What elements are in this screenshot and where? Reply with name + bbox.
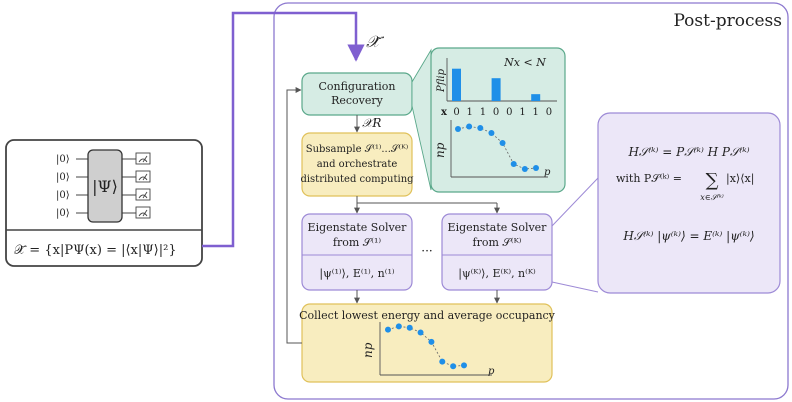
- collect-label: Collect lowest energy and average occupa…: [299, 309, 556, 322]
- occupancy-point: [510, 161, 517, 167]
- ket-0-c: |0⟩: [56, 190, 70, 201]
- configuration-recovery-line1: Configuration: [318, 80, 395, 93]
- feedback-loop-arrow: [286, 87, 302, 344]
- bit-label: 1: [480, 107, 486, 118]
- flip-panel: [430, 47, 566, 193]
- sum-subscript: x∈𝒮⁽ᵏ⁾: [700, 193, 724, 202]
- occupancy-point: [450, 363, 457, 370]
- solver-ellipsis: ···: [421, 244, 432, 258]
- solver-1-title-line1: Eigenstate Solver: [308, 221, 408, 234]
- bit-label: 0: [546, 107, 552, 118]
- configuration-recovery-line2: Recovery: [331, 94, 384, 107]
- bit-label: 0: [493, 107, 499, 118]
- occupancy-point: [461, 362, 467, 369]
- eigen-equation: H𝒮⁽ᵏ⁾ |ψ⁽ᵏ⁾⟩ = E⁽ᵏ⁾ |ψ⁽ᵏ⁾⟩: [622, 229, 754, 243]
- x-tilde-label: 𝒳̃: [366, 32, 385, 51]
- bit-label: 1: [467, 107, 473, 118]
- p-axis-label-bottom: p: [488, 366, 495, 377]
- occupancy-chart-top: np p: [433, 120, 551, 178]
- occupancy-point: [521, 166, 528, 172]
- bit-label: 0: [506, 107, 512, 118]
- projected-hamiltonian: H𝒮⁽ᵏ⁾ = P𝒮⁽ᵏ⁾ H P𝒮⁽ᵏ⁾: [627, 145, 749, 159]
- subsample-line2: and orchestrate: [317, 159, 398, 170]
- occupancy-chart-bottom: np p: [361, 322, 495, 377]
- occupancy-point: [439, 358, 446, 365]
- ket-0-a: |0⟩: [56, 154, 70, 165]
- flip-bar: [491, 78, 501, 101]
- occupancy-point: [417, 329, 424, 336]
- subsample-line1: Subsample 𝒮⁽¹⁾...𝒮⁽ᴷ⁾: [306, 144, 409, 155]
- sample-set-formula: 𝒳̃ = {x|PΨ(x) = |⟨x|Ψ⟩|²}: [14, 243, 177, 258]
- np-axis-label-top: np: [433, 142, 447, 158]
- occupancy-point: [395, 323, 402, 330]
- p-axis-label-top: p: [544, 167, 551, 178]
- bit-label: 1: [533, 107, 539, 118]
- np-axis-label-bottom: np: [361, 342, 375, 358]
- post-process-frame: [273, 2, 789, 400]
- occupancy-point: [466, 123, 473, 130]
- state-prep-gate: [87, 149, 123, 223]
- bit-label: 1: [519, 107, 525, 118]
- solver-1-outputs: |ψ⁽¹⁾⟩, E⁽¹⁾, n⁽¹⁾: [319, 267, 394, 281]
- x-r-label: 𝒳R: [362, 116, 381, 130]
- solver-k-outputs: |ψ⁽ᴷ⁾⟩, E⁽ᴷ⁾, n⁽ᴷ⁾: [458, 267, 536, 281]
- n-x-condition: Nx < N: [503, 56, 546, 69]
- pflip-axis-label: Pflip: [436, 68, 447, 93]
- occupancy-point: [455, 126, 461, 132]
- solver-1-title-line2: from 𝒮⁽¹⁾: [333, 236, 382, 249]
- occupancy-point: [428, 338, 435, 345]
- occupancy-point: [488, 130, 495, 136]
- ket-0-b: |0⟩: [56, 172, 70, 183]
- flip-panel-connector: [411, 48, 432, 191]
- solver-k-title-line1: Eigenstate Solver: [448, 221, 548, 234]
- projector-prefix: with P𝒮⁽ᵏ⁾ =: [616, 172, 682, 185]
- sum-symbol: ∑: [706, 170, 719, 191]
- post-process-title: Post-process: [673, 11, 782, 31]
- occupancy-point: [406, 324, 413, 331]
- measurement-icons: [135, 152, 151, 219]
- ket-0-d: |0⟩: [56, 208, 70, 219]
- occupancy-point: [499, 140, 506, 146]
- occupancy-point: [385, 326, 391, 333]
- quantum-circuit: |0⟩ |0⟩ |0⟩ |0⟩ |Ψ⟩: [56, 149, 151, 223]
- x-bit-label: x: [441, 107, 448, 118]
- hamiltonian-panel: [597, 112, 781, 294]
- sum-term: |x⟩⟨x|: [726, 172, 754, 186]
- bit-label: 0: [453, 107, 459, 118]
- occupancy-point: [477, 125, 484, 131]
- samples-arrow: [202, 11, 365, 248]
- flip-bar: [531, 94, 541, 101]
- occupancy-point: [533, 165, 539, 171]
- subsample-line3: distributed computing: [300, 174, 414, 185]
- solver-k-title-line2: from 𝒮⁽ᴷ⁾: [473, 236, 522, 249]
- flip-bar: [452, 68, 461, 101]
- psi-state-label: |Ψ⟩: [92, 177, 118, 196]
